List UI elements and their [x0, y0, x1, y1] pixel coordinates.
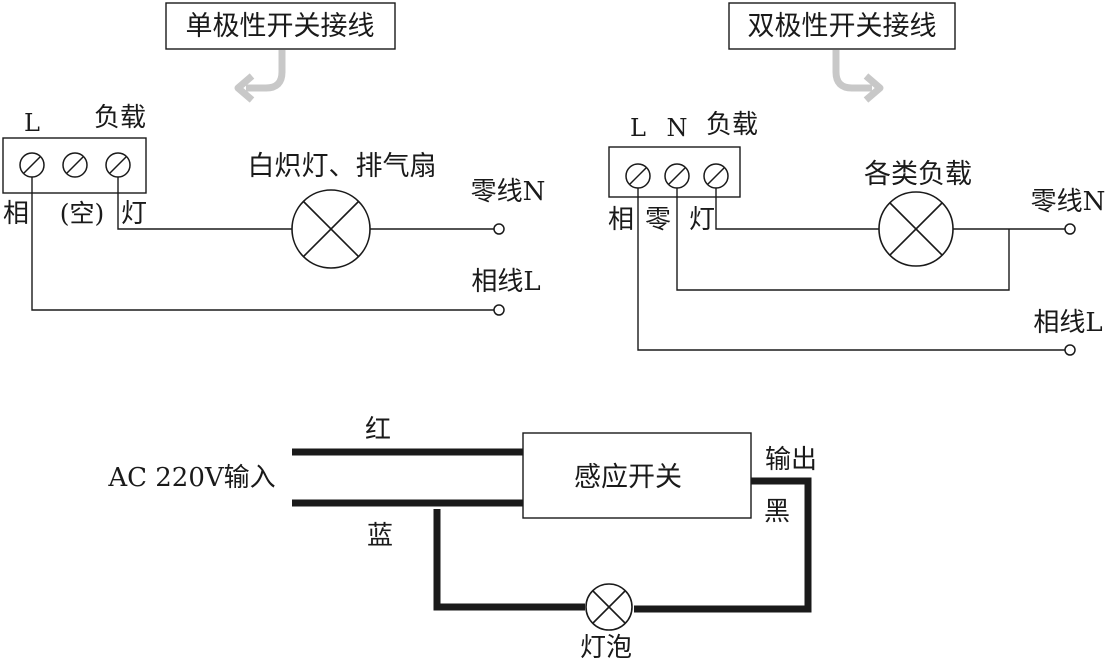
- single-pole-terminal-1: [19, 152, 45, 178]
- double-pole-n-label: N: [667, 114, 688, 142]
- double-pole-terminal-3: [703, 163, 729, 189]
- single-pole-load-wire: [117, 177, 292, 230]
- double-pole-neutral-return-wire: [676, 188, 1010, 291]
- sensor-switch-diagram: AC 220V输入 红 蓝 感应开关 输出 黑 灯泡: [107, 415, 817, 662]
- double-pole-title: 双极性开关接线: [748, 11, 937, 42]
- double-pole-neutral-endpoint: [1064, 223, 1076, 235]
- double-pole-terminal-1: [625, 163, 651, 189]
- double-pole-phase-label: 相线L: [1033, 308, 1102, 338]
- sensor-switch-box: [522, 432, 752, 519]
- single-pole-lamp-terminal-label: 灯: [121, 199, 147, 229]
- double-pole-lamp-terminal-label: 灯: [689, 205, 715, 235]
- single-pole-terminal-2: [62, 152, 88, 178]
- sensor-blue-to-bulb-wire: [433, 509, 585, 611]
- single-pole-arrowhead-icon: [234, 73, 255, 103]
- single-pole-neutral-endpoint: [493, 223, 505, 235]
- double-pole-title-box: [728, 2, 956, 50]
- double-pole-lamp-icon: [878, 191, 954, 267]
- double-pole-load-top-label: 负载: [706, 110, 758, 140]
- double-pole-arrow-icon: [832, 50, 872, 92]
- sensor-red-wire-label: 红: [365, 415, 391, 445]
- double-pole-neutral-label: 零线N: [1031, 187, 1106, 217]
- single-pole-terminal-3: [105, 152, 131, 178]
- sensor-output-black-wire: [634, 477, 812, 613]
- sensor-input-label: AC 220V输入: [107, 463, 275, 493]
- single-pole-phase-wire: [31, 177, 494, 311]
- sensor-output-label: 输出: [765, 445, 817, 475]
- single-pole-phase-endpoint: [493, 304, 505, 316]
- single-pole-l-label: L: [24, 109, 40, 137]
- double-pole-phase-endpoint: [1064, 344, 1076, 356]
- single-pole-arrow-icon: [246, 50, 286, 92]
- sensor-bulb-icon: [585, 583, 633, 631]
- sensor-bulb-label: 灯泡: [580, 633, 632, 662]
- double-pole-arrowhead-icon: [863, 73, 884, 103]
- single-pole-lamp-icon: [291, 189, 371, 269]
- double-pole-phase-wire: [637, 188, 1065, 351]
- sensor-black-wire-label: 黑: [764, 497, 790, 527]
- single-pole-load-label: 白炽灯、排气扇: [248, 151, 437, 182]
- single-pole-phase-terminal-label: 相: [3, 199, 29, 229]
- single-pole-empty-terminal-label: (空): [60, 199, 105, 228]
- single-pole-diagram: 单极性开关接线 L 负载 相 (空) 灯 白: [2, 2, 546, 316]
- double-pole-diagram: 双极性开关接线 L N 负载 相 零 灯: [608, 2, 1106, 356]
- double-pole-load-wire: [715, 188, 879, 230]
- sensor-blue-wire-label: 蓝: [367, 521, 393, 551]
- double-pole-load-label: 各类负载: [864, 159, 972, 190]
- single-pole-neutral-label: 零线N: [471, 177, 546, 207]
- double-pole-l-label: L: [630, 114, 646, 142]
- single-pole-title: 单极性开关接线: [186, 11, 375, 42]
- sensor-switch-label: 感应开关: [574, 462, 682, 493]
- double-pole-terminal-2: [664, 163, 690, 189]
- double-pole-phase-terminal-label: 相: [608, 205, 634, 235]
- single-pole-load-top-label: 负载: [94, 103, 146, 133]
- double-pole-neutral-terminal-label: 零: [645, 205, 671, 235]
- single-pole-title-box: [165, 2, 396, 50]
- single-pole-phase-label: 相线L: [471, 267, 540, 297]
